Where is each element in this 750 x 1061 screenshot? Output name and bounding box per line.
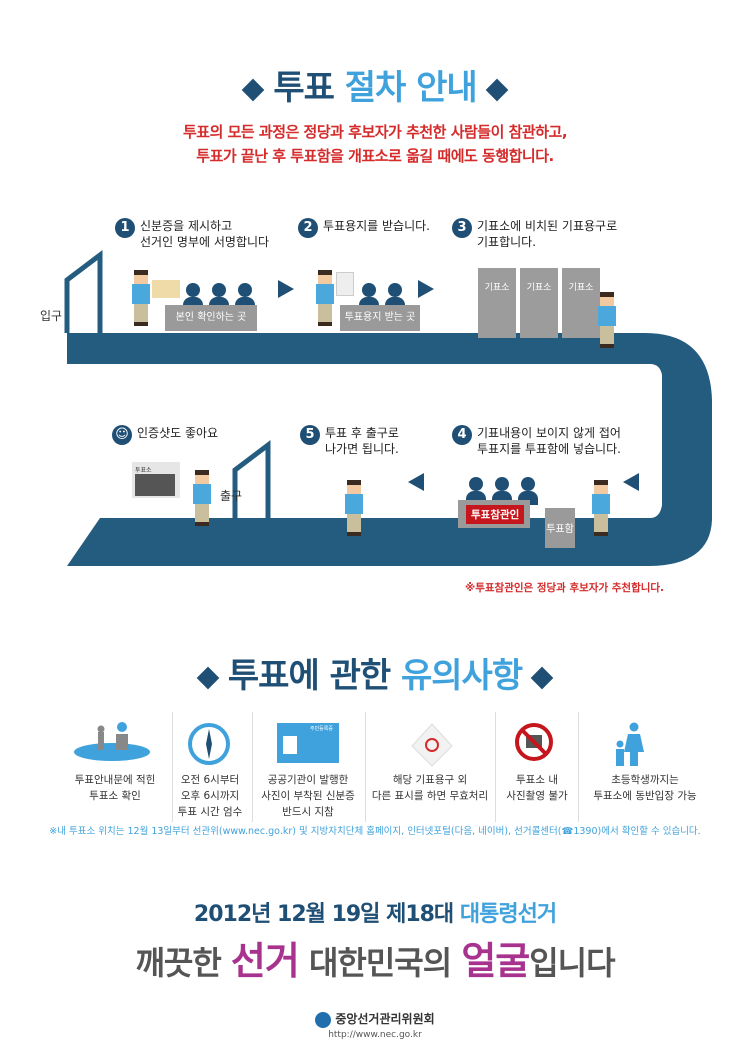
step-selfie: ☺인증샷도 좋아요 [112,425,218,445]
entrance-label: 입구 [40,309,63,323]
voting-booth: 기표소 [520,268,558,338]
observer-footnote: ※투표참관인은 정당과 후보자가 추천합니다. [465,582,665,594]
parent-child-icon [612,722,646,770]
nec-url[interactable]: http://www.nec.go.kr [328,1030,422,1040]
divider [252,712,253,822]
voting-booth: 기표소 [478,268,516,338]
divider [172,712,173,822]
arrow-left-icon [408,473,424,491]
polling-location-note: ※내 투표소 위치는 12월 13일부터 선관위(www.nec.go.kr) … [49,826,701,837]
selfie-voter-figure [193,470,211,526]
exit-gate [232,439,271,518]
voter-figure [132,270,150,326]
procedure-subtitle: 투표의 모든 과정은 정당과 후보자가 추천한 사람들이 참관하고,투표가 끝난… [182,123,568,165]
exit-label: 출구 [220,489,243,503]
arrow-left-icon [623,473,639,491]
voting-booth: 기표소 [562,268,600,338]
selfie-backdrop: 투표소 [132,462,180,498]
procedure-title: 투표 절차 안내 [0,60,750,109]
clock-icon [187,722,231,770]
arrow-right-icon [278,280,294,298]
id-card-shown [152,280,180,298]
ballot-paper [336,272,354,296]
divider [578,712,579,822]
no-camera-icon [514,722,554,766]
observer-sign: 투표참관인 [466,505,525,524]
voting-route-track [64,249,712,566]
voter-figure [316,270,334,326]
slogan: 깨끗한 선거 대한민국의 얼굴입니다 [135,939,615,983]
ballot-stamp-icon [410,722,454,772]
arrow-right-icon [418,280,434,298]
voter-figure [598,292,616,348]
notice-title: 투표에 관한 유의사항 [0,648,750,697]
desk-ballot-issue: 투표용지 받는 곳 [340,305,420,331]
divider [495,712,496,822]
entrance-gate [64,249,103,333]
id-card-icon: 주민등록증 [277,723,339,763]
map-pin-icon [72,722,152,766]
voter-figure [592,480,610,536]
ballot-box: 투표함 [545,508,575,548]
smile-icon: ☺ [112,425,132,445]
desk-identity-check: 본인 확인하는 곳 [165,305,257,331]
nec-logo: 중앙선거관리위원회 [0,1010,750,1028]
nec-emblem-icon [315,1011,332,1028]
divider [365,712,366,822]
walking-voter-figure [345,480,363,536]
election-date: 2012년 12월 19일 제18대 대통령선거 [193,902,557,927]
